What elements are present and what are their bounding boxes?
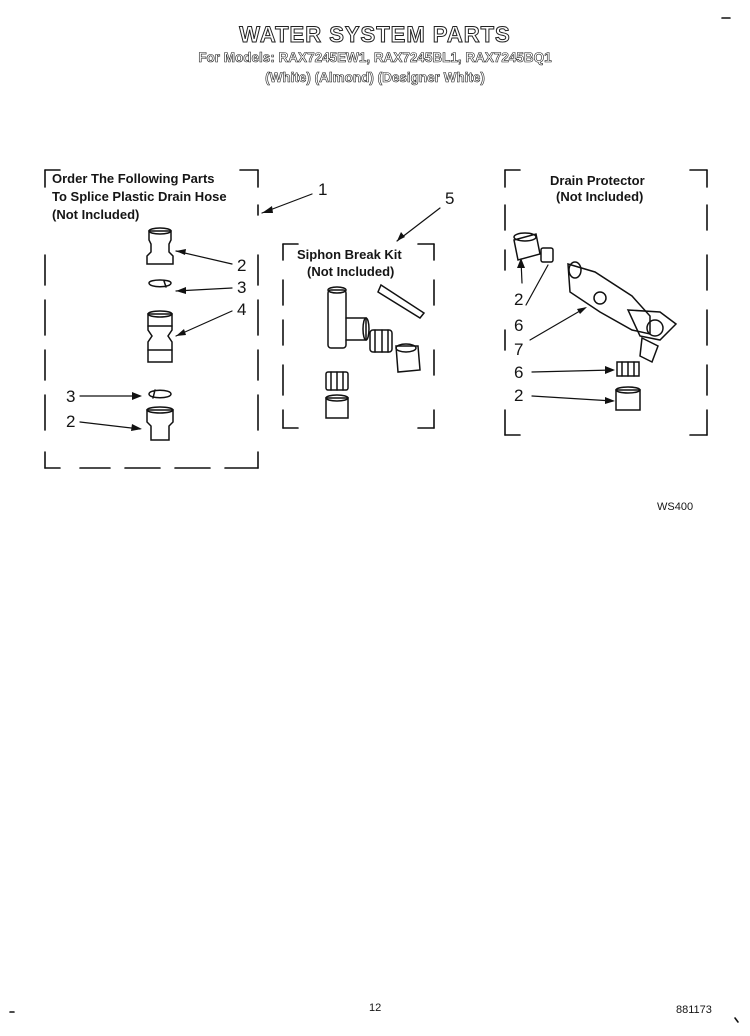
siphon-group-frame: [282, 243, 435, 429]
siphon-label-line1: Siphon Break Kit: [297, 247, 402, 262]
siphon-label-line2: (Not Included): [307, 264, 395, 279]
callout-drain-2-bottom: 2: [514, 386, 524, 405]
callout-4: 4: [237, 300, 247, 319]
callout-drain-2-top: 2: [514, 290, 524, 309]
drain-label-line2: (Not Included): [556, 189, 644, 204]
splice-group-frame: [44, 169, 259, 469]
drain-group-frame: [504, 169, 708, 436]
colors-line: (White) (Almond) (Designer White): [265, 70, 485, 86]
callout-5: 5: [445, 189, 455, 208]
document-number: 881173: [676, 1004, 712, 1016]
callout-drain-6-top: 6: [514, 316, 524, 335]
page-title: WATER SYSTEM PARTS: [239, 22, 511, 48]
callout-drain-6-bottom: 6: [514, 363, 524, 382]
figure-code: WS400: [657, 501, 694, 513]
callout-1: 1: [318, 180, 328, 199]
siphon-parts: [325, 283, 426, 419]
drain-parts: [513, 232, 678, 411]
drain-label-line1: Drain Protector: [550, 173, 645, 188]
page-number: 12: [369, 1002, 382, 1014]
splice-label-line3: (Not Included): [52, 207, 140, 222]
callout-7: 7: [514, 340, 524, 359]
splice-parts: [146, 227, 174, 441]
splice-label-line2: To Splice Plastic Drain Hose: [52, 189, 227, 204]
callout-3-bottom: 3: [66, 387, 76, 406]
splice-label-line1: Order The Following Parts: [52, 171, 215, 186]
callout-2-top: 2: [237, 256, 247, 275]
models-line: For Models: RAX7245EW1, RAX7245BL1, RAX7…: [198, 50, 552, 66]
callout-3-top: 3: [237, 278, 247, 297]
callout-2-bottom: 2: [66, 412, 76, 431]
